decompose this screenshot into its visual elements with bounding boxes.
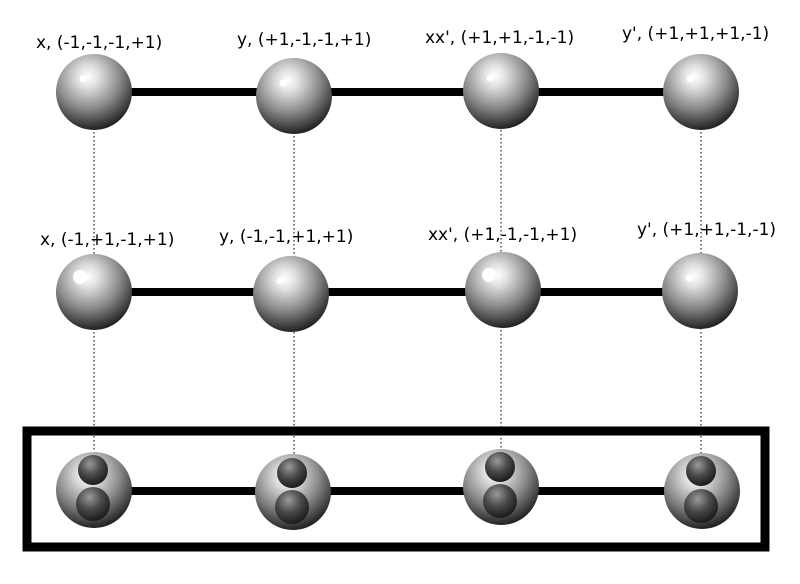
sphere-node [463,53,539,129]
composite-sphere-node [255,454,331,530]
node-label: y', (+1,+1,-1,-1) [637,220,776,240]
composite-sphere-node [664,453,740,529]
node-label: x, (-1,-1,-1,+1) [36,33,162,53]
node-label: xx', (+1,+1,-1,-1) [425,28,574,48]
node-label: x, (-1,+1,-1,+1) [40,230,174,250]
node-label: y, (-1,-1,+1,+1) [219,227,353,247]
sphere-node [56,54,132,130]
sphere-node [56,254,132,330]
sphere-node [256,58,332,134]
sphere-node [663,54,739,130]
composite-sphere-node [56,452,132,528]
row-2-spheres [56,252,738,332]
row-1-spheres [56,53,739,134]
bottom-row-frame [22,426,770,552]
node-label: y', (+1,+1,+1,-1) [622,24,769,44]
sphere-node [662,253,738,329]
row-3-composite-spheres [56,449,740,530]
node-label: xx', (+1,-1,-1,+1) [428,225,577,245]
sphere-node [465,252,541,328]
sphere-node [253,256,329,332]
node-label: y, (+1,-1,-1,+1) [237,30,371,50]
row-2-labels: x, (-1,+1,-1,+1) y, (-1,-1,+1,+1) xx', (… [40,220,776,250]
composite-sphere-node [463,449,539,525]
row-1-labels: x, (-1,-1,-1,+1) y, (+1,-1,-1,+1) xx', (… [36,24,769,53]
